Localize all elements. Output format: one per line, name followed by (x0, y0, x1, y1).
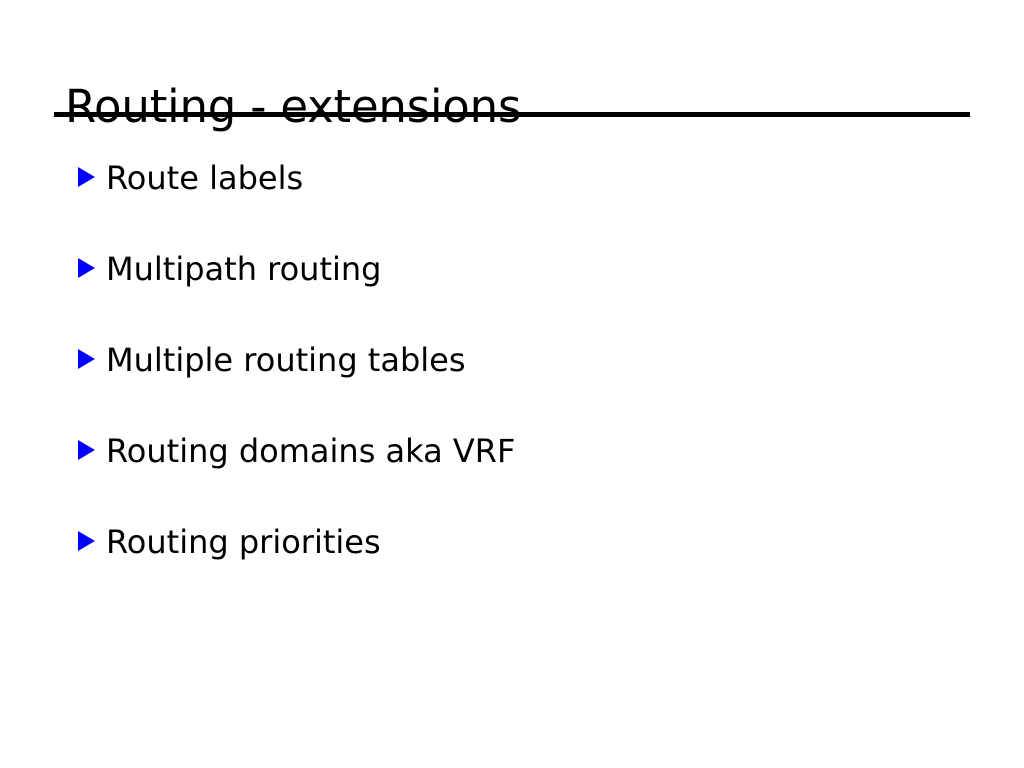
list-item-label: Routing priorities (106, 523, 381, 561)
list-item: Routing priorities (78, 522, 978, 613)
page-title: Routing - extensions (65, 80, 522, 134)
list-item-label: Multipath routing (106, 250, 382, 288)
list-item: Multipath routing (78, 249, 978, 340)
bullet-list: Route labels Multipath routing Multiple … (78, 158, 978, 613)
triangle-right-icon (78, 531, 95, 551)
list-item: Multiple routing tables (78, 340, 978, 431)
list-item: Routing domains aka VRF (78, 431, 978, 522)
triangle-right-icon (78, 258, 95, 278)
triangle-right-icon (78, 167, 95, 187)
list-item-label: Routing domains aka VRF (106, 432, 516, 470)
list-item-label: Route labels (106, 159, 304, 197)
list-item-label: Multiple routing tables (106, 341, 466, 379)
list-item: Route labels (78, 158, 978, 249)
title-underline-divider (54, 112, 970, 117)
triangle-right-icon (78, 349, 95, 369)
triangle-right-icon (78, 440, 95, 460)
